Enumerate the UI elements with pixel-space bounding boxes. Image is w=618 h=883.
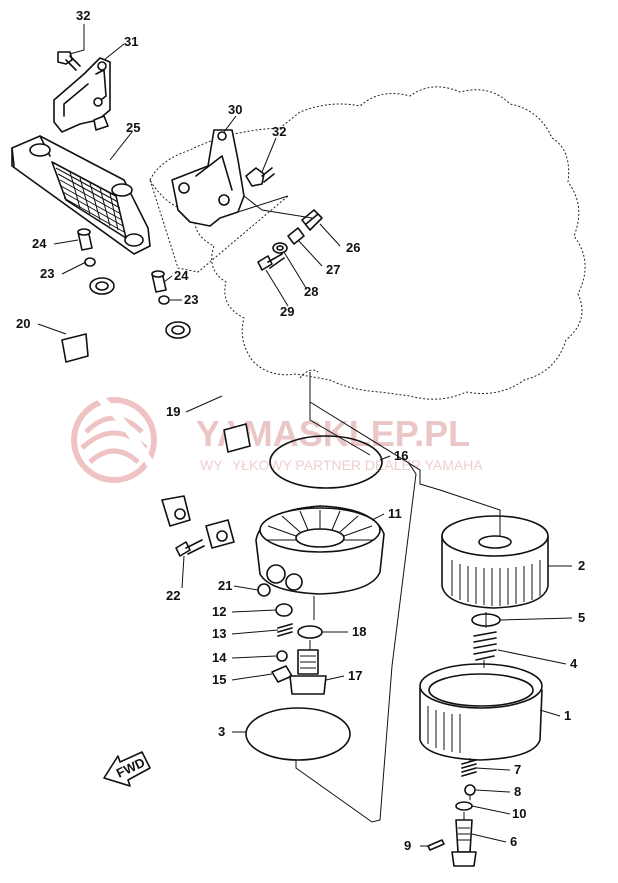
- bolt-22: [175, 539, 205, 557]
- washer-15: [271, 665, 293, 683]
- filter-element-2: [441, 515, 549, 609]
- callout-6: 6: [510, 834, 517, 849]
- callout-21: 21: [218, 578, 232, 593]
- callout-5: 5: [578, 610, 585, 625]
- engine-case-outline: [149, 86, 586, 400]
- bracket-30: [171, 129, 245, 227]
- callout-4: 4: [570, 656, 578, 671]
- callout-24-left: 24: [32, 236, 47, 251]
- callout-11: 11: [388, 506, 402, 521]
- callout-23-left: 23: [40, 266, 54, 281]
- leader-lines: [37, 24, 573, 847]
- oil-cooler-25: [11, 135, 151, 255]
- callout-18: 18: [352, 624, 366, 639]
- ball-8: [464, 784, 476, 796]
- callout-1: 1: [564, 708, 571, 723]
- callouts: 32 31 25 30 32 26 27 28 29 24 23 24 23 2…: [16, 8, 585, 853]
- union-bolt-17: [289, 649, 327, 695]
- callout-22: 22: [166, 588, 180, 603]
- o-ring-3: [245, 707, 351, 761]
- assembly-lines: [237, 195, 501, 823]
- callout-24-right: 24: [174, 268, 189, 283]
- o-ring-23-right: [158, 295, 170, 305]
- callout-13: 13: [212, 626, 226, 641]
- filter-bowl-1: [419, 663, 543, 761]
- callout-26: 26: [346, 240, 360, 255]
- callout-28: 28: [304, 284, 318, 299]
- pin-9: [427, 839, 445, 851]
- callout-19: 19: [166, 404, 180, 419]
- o-ring-10: [455, 801, 473, 811]
- callout-12: 12: [212, 604, 226, 619]
- bolt-32-mid: [245, 167, 275, 187]
- callout-23-right: 23: [184, 292, 198, 307]
- callout-15: 15: [212, 672, 226, 687]
- union-bolt-24-right: [151, 270, 167, 293]
- spring-7: [461, 759, 477, 777]
- o-ring-18: [297, 625, 323, 639]
- callout-3: 3: [218, 724, 225, 739]
- watermark-logo: [71, 397, 157, 483]
- fwd-arrow: FWD: [103, 751, 151, 787]
- callout-16: 16: [394, 448, 408, 463]
- bracket-31: [53, 57, 111, 133]
- o-ring-16: [269, 435, 383, 489]
- callout-10: 10: [512, 806, 526, 821]
- callout-8: 8: [514, 784, 521, 799]
- bolt-6: [451, 819, 477, 867]
- gasket-21: [257, 583, 271, 597]
- filter-housing-11: [255, 505, 385, 595]
- callout-17: 17: [348, 668, 362, 683]
- damper-26: [301, 209, 323, 231]
- callout-31: 31: [124, 34, 138, 49]
- ball-14: [276, 650, 288, 662]
- callout-30: 30: [228, 102, 242, 117]
- spring-4: [473, 631, 497, 661]
- oil-hose-20: [61, 277, 191, 527]
- watermark-subtitle: WYSYŁKOWY PARTNER DEALER YAMAHA: [200, 457, 483, 473]
- callout-32-top: 32: [76, 8, 90, 23]
- bolt-32-top: [57, 51, 81, 71]
- callout-32-mid: 32: [272, 124, 286, 139]
- callout-7: 7: [514, 762, 521, 777]
- washer-28: [272, 242, 288, 254]
- callout-20: 20: [16, 316, 30, 331]
- callout-9: 9: [404, 838, 411, 853]
- callout-25: 25: [126, 120, 140, 135]
- plug-12: [275, 603, 293, 617]
- callout-14: 14: [212, 650, 227, 665]
- callout-29: 29: [280, 304, 294, 319]
- callout-2: 2: [578, 558, 585, 573]
- union-bolt-24-left: [77, 228, 93, 251]
- callout-27: 27: [326, 262, 340, 277]
- spring-13: [277, 623, 293, 637]
- oil-hose-19: [165, 321, 251, 549]
- o-ring-23-left: [84, 257, 96, 267]
- collar-27: [287, 227, 305, 245]
- bolt-29: [257, 253, 285, 271]
